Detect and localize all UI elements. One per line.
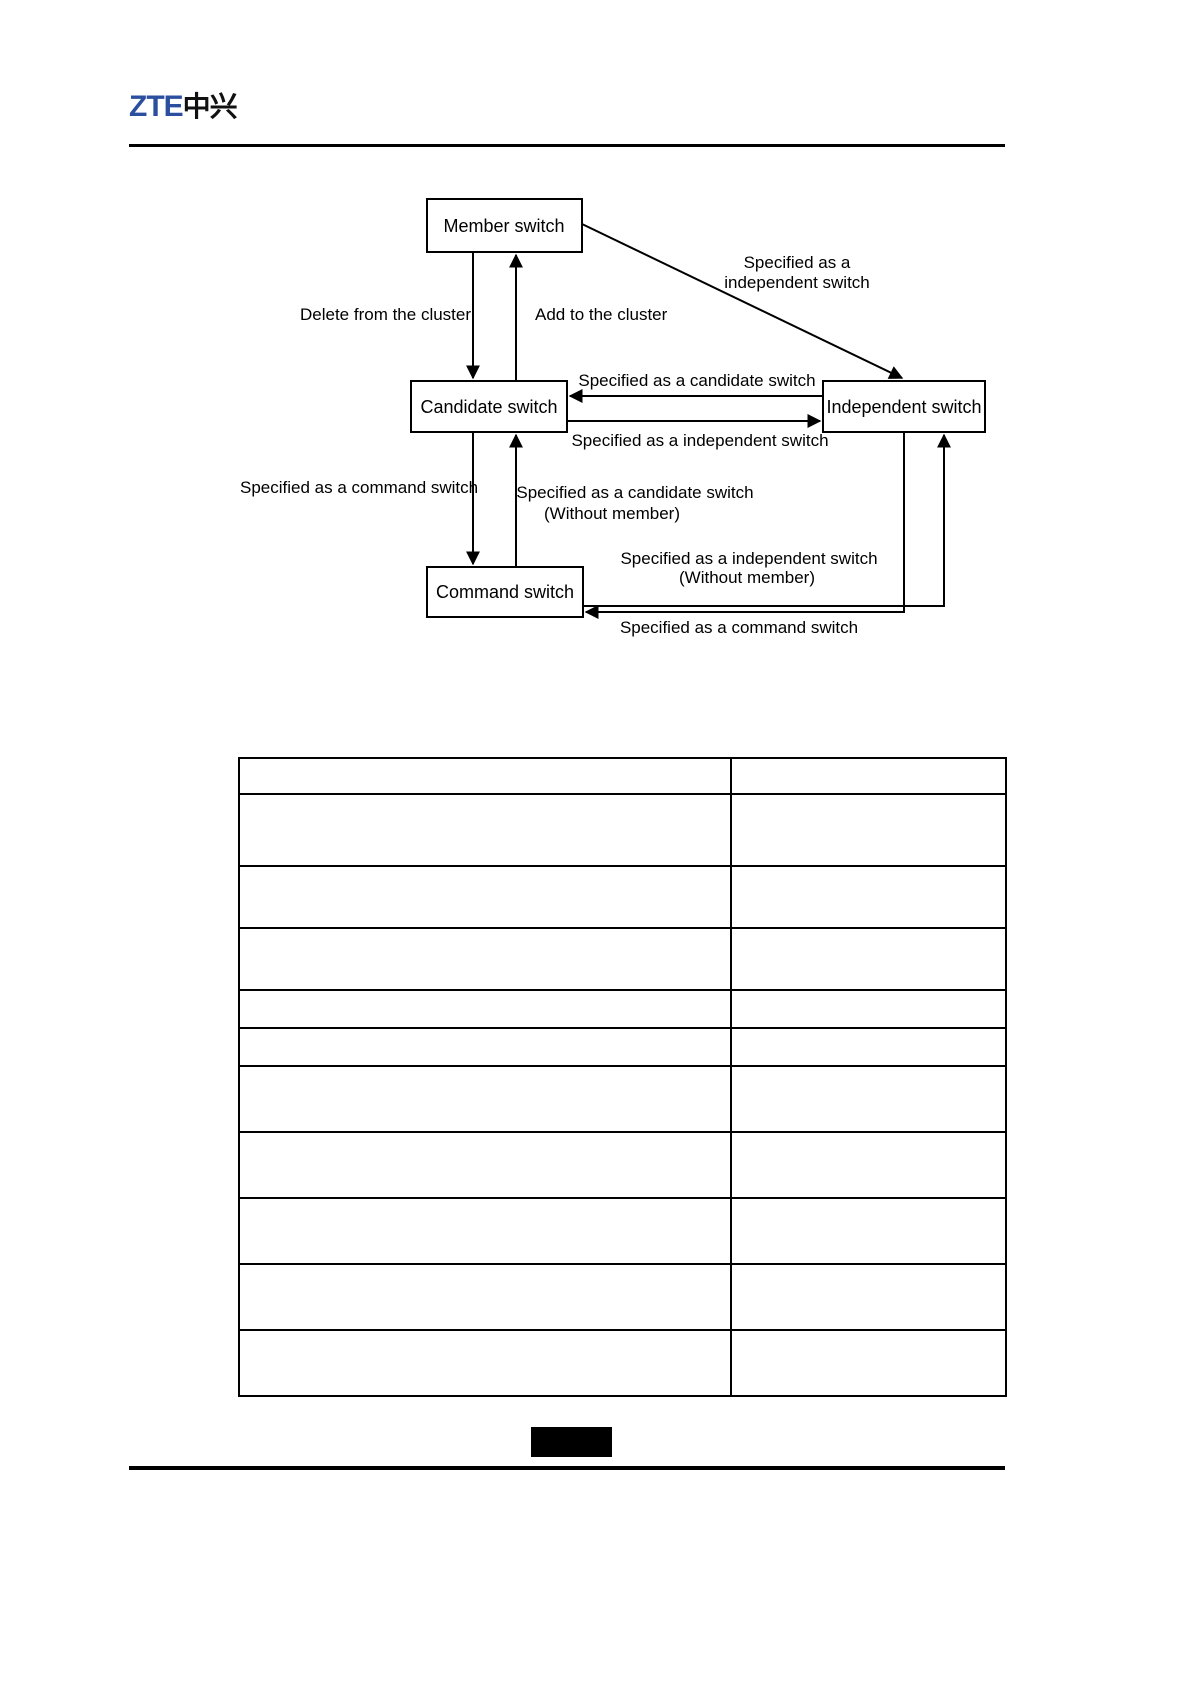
- table-row: [238, 1027, 1007, 1067]
- edge-label-command-to-independent-line2: (Without member): [679, 568, 815, 587]
- table-cell: [730, 989, 1007, 1029]
- edge-label-member-to-independent-line2: independent switch: [724, 273, 870, 292]
- node-label-member: Member switch: [443, 216, 564, 236]
- edge-label-member-to-independent-line1: Specified as a: [744, 253, 851, 272]
- page-header: ZTE中兴: [129, 92, 1005, 126]
- node-independent-switch: Independent switch: [822, 380, 986, 433]
- table-cell: [238, 1027, 732, 1067]
- table-cell: [238, 1263, 732, 1331]
- edge-label-candidate-to-command: Specified as a command switch: [240, 478, 478, 497]
- table-row: [238, 793, 1007, 867]
- table-cell: [238, 865, 732, 929]
- table-cell: [238, 989, 732, 1029]
- table-cell: [238, 1329, 732, 1397]
- edge-label-command-to-candidate-line2: (Without member): [544, 504, 680, 523]
- node-label-command: Command switch: [436, 582, 574, 602]
- table-cell: [730, 1131, 1007, 1199]
- table-cell: [730, 1329, 1007, 1397]
- table-cell: [730, 1263, 1007, 1331]
- table-cell: [238, 757, 732, 795]
- content-table-wrapper: [238, 757, 1007, 1397]
- edge-label-delete-from-cluster: Delete from the cluster: [300, 305, 471, 324]
- table-cell: [730, 793, 1007, 867]
- table-cell: [730, 1065, 1007, 1133]
- table-row: [238, 1131, 1007, 1199]
- table-row: [238, 1329, 1007, 1397]
- logo-text-zte: ZTE: [129, 90, 184, 123]
- node-label-independent: Independent switch: [826, 397, 981, 417]
- header-divider: [129, 144, 1005, 147]
- table-cell: [238, 1065, 732, 1133]
- edge-label-command-to-independent-line1: Specified as a independent switch: [620, 549, 877, 568]
- table-cell: [238, 793, 732, 867]
- node-candidate-switch: Candidate switch: [410, 380, 568, 433]
- table-cell: [730, 757, 1007, 795]
- edge-label-independent-to-command: Specified as a command switch: [620, 618, 858, 637]
- zte-logo: ZTE中兴: [129, 92, 1005, 126]
- table-row: [238, 757, 1007, 795]
- footer-divider: [129, 1466, 1005, 1470]
- table-row: [238, 927, 1007, 991]
- table-cell: [730, 1197, 1007, 1265]
- footer-page-marker: [531, 1427, 612, 1457]
- table-cell: [730, 865, 1007, 929]
- node-command-switch: Command switch: [426, 566, 584, 618]
- logo-text-chinese: 中兴: [182, 90, 238, 123]
- edge-label-candidate-to-independent: Specified as a independent switch: [571, 431, 828, 450]
- content-table: [238, 757, 1007, 1397]
- table-cell: [238, 1131, 732, 1199]
- edge-label-independent-to-candidate: Specified as a candidate switch: [578, 371, 815, 390]
- table-row: [238, 989, 1007, 1029]
- table-body: [238, 757, 1007, 1397]
- table-row: [238, 1197, 1007, 1265]
- table-row: [238, 1065, 1007, 1133]
- table-cell: [238, 927, 732, 991]
- table-cell: [238, 1197, 732, 1265]
- edge-command-to-independent: [583, 433, 951, 607]
- table-row: [238, 1263, 1007, 1331]
- edge-label-add-to-cluster: Add to the cluster: [535, 305, 668, 324]
- table-cell: [730, 927, 1007, 991]
- edge-independent-to-command: [584, 433, 905, 619]
- edge-label-command-to-candidate-line1: Specified as a candidate switch: [516, 483, 753, 502]
- table-cell: [730, 1027, 1007, 1067]
- table-row: [238, 865, 1007, 929]
- state-transition-diagram: Member switch Candidate switch Independe…: [0, 0, 1191, 700]
- edge-member-to-independent: [581, 223, 904, 379]
- node-label-candidate: Candidate switch: [420, 397, 557, 417]
- node-member-switch: Member switch: [426, 198, 583, 253]
